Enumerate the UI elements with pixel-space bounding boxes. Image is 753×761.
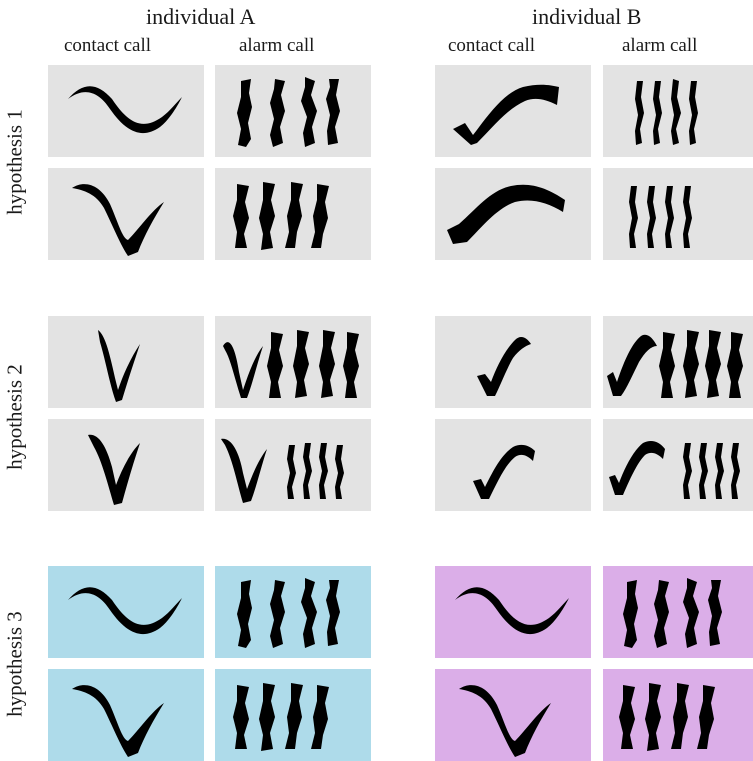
contact-call-sine-trace (473, 444, 535, 499)
contact-call-v-trace (72, 685, 164, 757)
h3-b-contact-panel-1 (435, 566, 591, 658)
h3-a-contact-panel-2 (48, 669, 204, 761)
h1-b-contact-panel-2 (435, 168, 591, 260)
individual-b-header: individual B (532, 4, 642, 29)
contact-plus-alarm-trace (223, 330, 359, 398)
h1-a-alarm-panel-2 (215, 168, 371, 260)
contact-call-sine-trace (68, 86, 182, 134)
contact-call-sine-trace (68, 587, 182, 635)
contact-call-v-trace (72, 184, 164, 256)
col-a-contact-call: contact call (64, 35, 152, 56)
h3-a-contact-panel-1 (48, 566, 204, 658)
row-hypothesis-3: hypothesis 3 (2, 611, 27, 717)
alarm-call-pulse-trace (623, 578, 722, 648)
h1-a-contact-panel-1 (48, 65, 204, 157)
h1-b-alarm-panel-1 (603, 65, 753, 157)
row-hypothesis-2: hypothesis 2 (2, 364, 27, 470)
contact-call-sine-trace (477, 337, 531, 396)
h2-b-contact-panel-2 (435, 419, 591, 511)
contact-call-v-trace (88, 434, 140, 505)
h2-a-contact-panel-1 (48, 316, 204, 408)
col-b-contact-call: contact call (448, 35, 536, 56)
alarm-call-pulse-trace (237, 578, 340, 648)
h3-b-alarm-panel-1 (603, 566, 753, 658)
h2-a-alarm-panel-1 (215, 316, 371, 408)
h1-b-alarm-panel-2 (603, 168, 753, 260)
h1-a-alarm-panel-1 (215, 65, 371, 157)
h3-a-alarm-panel-2 (215, 669, 371, 761)
contact-call-sine-trace (447, 184, 565, 244)
h2-a-alarm-panel-2 (215, 419, 371, 511)
h1-b-contact-panel-1 (435, 65, 591, 157)
alarm-call-pulse-trace (619, 683, 715, 751)
contact-plus-alarm-trace (607, 330, 743, 398)
contact-call-v-trace (98, 330, 140, 402)
alarm-call-pulse-trace (237, 77, 340, 147)
contact-call-sine-trace (455, 587, 569, 635)
alarm-call-pulse-trace (629, 186, 692, 248)
h2-b-alarm-panel-1 (603, 316, 753, 408)
h3-a-alarm-panel-1 (215, 566, 371, 658)
h2-b-contact-panel-1 (435, 316, 591, 408)
col-a-alarm-call: alarm call (239, 35, 315, 56)
contact-call-v-trace (459, 685, 551, 757)
h3-b-alarm-panel-2 (603, 669, 753, 761)
alarm-call-pulse-trace (233, 683, 329, 751)
h2-a-contact-panel-2 (48, 419, 204, 511)
contact-call-sine-trace (453, 84, 559, 145)
h1-a-contact-panel-2 (48, 168, 204, 260)
col-b-alarm-call: alarm call (622, 35, 698, 56)
contact-plus-alarm-trace (221, 438, 344, 503)
h2-b-alarm-panel-2 (603, 419, 753, 511)
row-hypothesis-1: hypothesis 1 (2, 109, 27, 215)
h3-b-contact-panel-2 (435, 669, 591, 761)
contact-plus-alarm-trace (609, 441, 740, 499)
individual-a-header: individual A (146, 4, 256, 29)
alarm-call-pulse-trace (233, 182, 329, 250)
alarm-call-pulse-trace (635, 79, 698, 145)
